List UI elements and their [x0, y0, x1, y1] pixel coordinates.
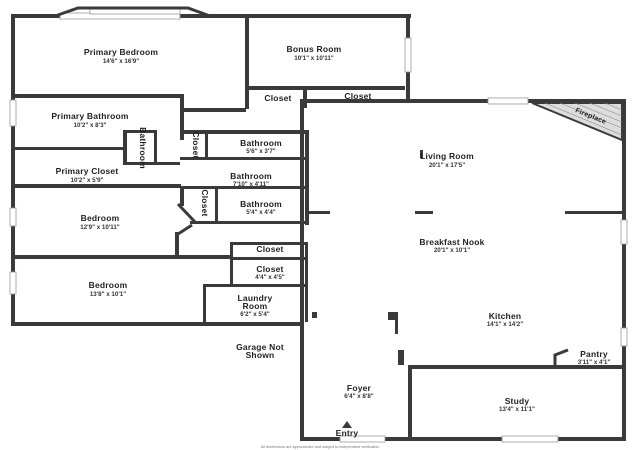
room-dims-primary-bathroom: 10'2" x 8'3"	[74, 122, 107, 129]
room-name-foyer: Foyer	[347, 383, 372, 393]
room-name-laundry-line1: Laundry	[238, 293, 273, 303]
room-dims-bonus-room: 10'1" x 10'11"	[294, 55, 334, 62]
room-dims-bedroom-1: 12'9" x 10'11"	[80, 224, 120, 231]
room-dims-pantry: 3'11" x 4'1"	[578, 359, 611, 366]
room-name-laundry-line2: Room	[243, 301, 268, 311]
room-dims-bathroom-2: 7'10" x 4'11"	[233, 181, 269, 188]
room-name-bathroom-1: Bathroom	[240, 138, 282, 148]
bathroom-vertical-label: Bathroom	[138, 127, 148, 169]
room-name-bedroom-2: Bedroom	[89, 280, 128, 290]
closet-bonus-right-label: Closet	[344, 91, 371, 101]
room-dims-primary-bedroom: 14'6" x 16'9"	[103, 58, 139, 65]
room-name-bathroom-3: Bathroom	[240, 199, 282, 209]
room-dims-bedroom-2: 13'8" x 10'1"	[90, 291, 126, 298]
windows	[9, 8, 628, 443]
room-dims-laundry: 6'2" x 5'4"	[240, 311, 270, 318]
room-dims-foyer: 6'4" x 8'8"	[344, 393, 374, 400]
room-name-kitchen: Kitchen	[489, 311, 522, 321]
room-name-primary-closet: Primary Closet	[56, 166, 119, 176]
room-name-bonus-room: Bonus Room	[287, 44, 342, 54]
room-dims-closet: 4'4" x 4'5"	[255, 274, 285, 281]
garage-note-line2: Shown	[246, 350, 275, 360]
room-name-bedroom-1: Bedroom	[81, 213, 120, 223]
room-name-breakfast-nook: Breakfast Nook	[419, 237, 484, 247]
room-dims-living-room: 20'1" x 17'5"	[429, 162, 465, 169]
entry-label: Entry	[336, 428, 359, 438]
room-dims-kitchen: 14'1" x 14'2"	[487, 321, 523, 328]
closet-vertical-mid-label: Closet	[200, 189, 210, 216]
room-name-primary-bathroom: Primary Bathroom	[51, 111, 129, 121]
room-name-closet: Closet	[256, 264, 283, 274]
fireplace	[531, 102, 623, 142]
room-name-study: Study	[505, 396, 530, 406]
interior-walls	[11, 14, 625, 440]
bay-window	[54, 6, 211, 18]
disclaimer: All dimensions are approximate and subje…	[261, 445, 380, 449]
room-dims-breakfast-nook: 20'1" x 10'1"	[434, 247, 470, 254]
room-dims-primary-closet: 10'2" x 5'9"	[71, 177, 104, 184]
closet-vertical-top-label: Closet	[191, 131, 201, 158]
room-name-pantry: Pantry	[580, 349, 608, 359]
room-dims-bathroom-1: 5'6" x 3'7"	[246, 148, 276, 155]
room-name-living-room: Living Room	[420, 151, 474, 161]
garage-note-line1: Garage Not	[236, 342, 284, 352]
closet-bonus-left-label: Closet	[264, 93, 291, 103]
room-name-primary-bedroom: Primary Bedroom	[84, 47, 159, 57]
closet-small-label: Closet	[256, 244, 283, 254]
room-dims-study: 13'4" x 11'1"	[499, 406, 535, 413]
room-name-bathroom-2: Bathroom	[230, 171, 272, 181]
room-dims-bathroom-3: 5'4" x 4'4"	[246, 209, 276, 216]
entry-arrow-icon	[342, 421, 352, 428]
